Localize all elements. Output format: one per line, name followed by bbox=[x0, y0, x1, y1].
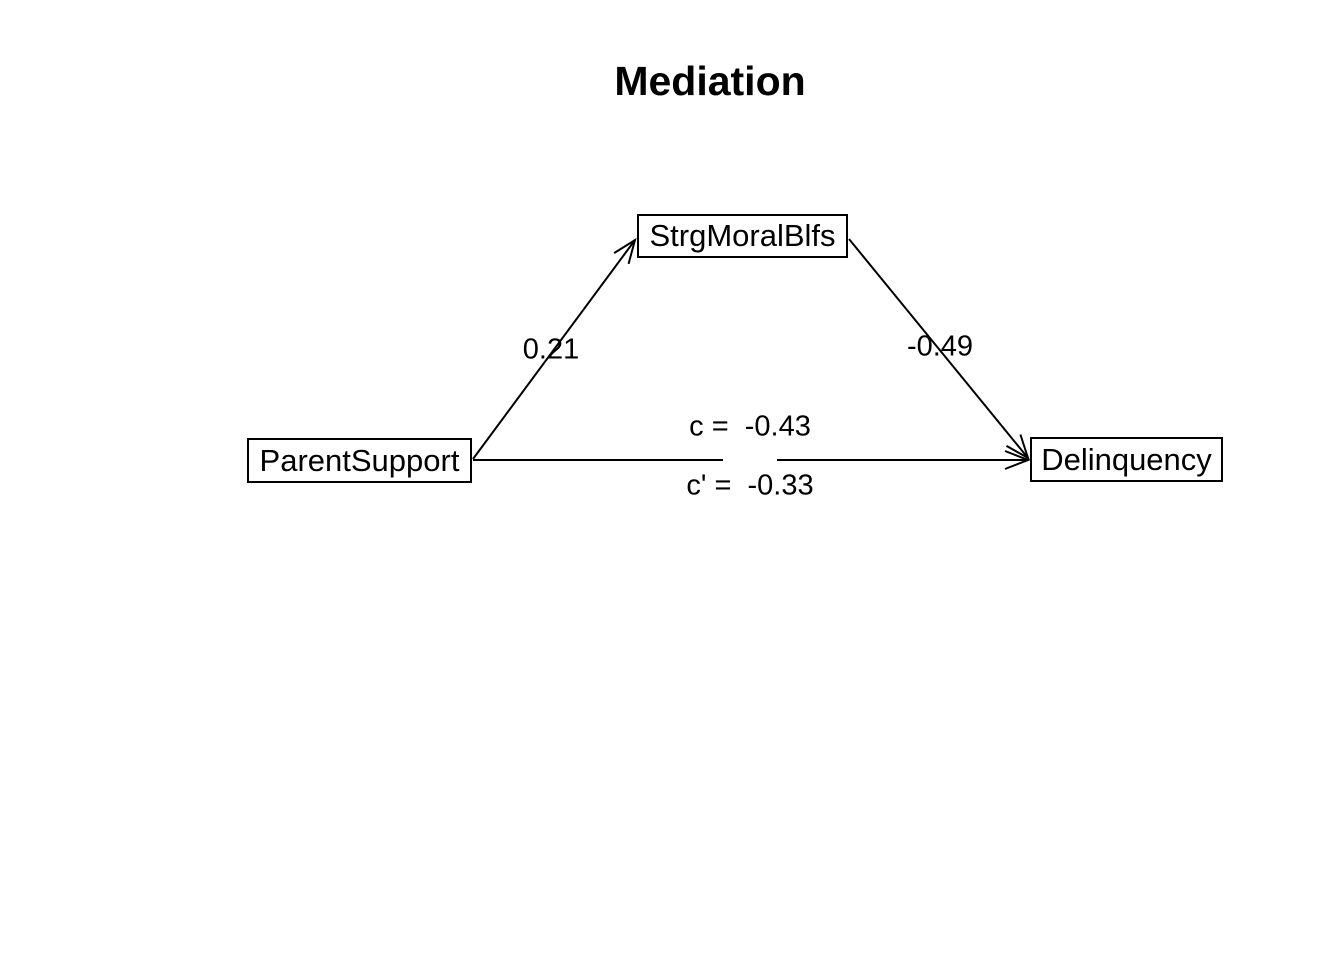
node-outcome-label: Delinquency bbox=[1041, 441, 1212, 477]
node-mediator-label: StrgMoralBlfs bbox=[649, 218, 836, 253]
path-b-coefficient-label: -0.49 bbox=[906, 330, 974, 363]
node-predictor-label: ParentSupport bbox=[259, 442, 460, 478]
node-outcome: Delinquency bbox=[1030, 437, 1223, 482]
path-c-total-effect-label: c = -0.43 bbox=[689, 410, 811, 443]
path-b-line bbox=[848, 238, 1030, 461]
path-a-line bbox=[472, 237, 637, 460]
diagram-title: Mediation bbox=[614, 58, 806, 104]
node-predictor: ParentSupport bbox=[247, 438, 472, 483]
path-c-direct-effect-label: c' = -0.33 bbox=[686, 469, 814, 502]
path-a-coefficient-label: 0.21 bbox=[522, 333, 580, 366]
node-mediator: StrgMoralBlfs bbox=[637, 214, 848, 258]
